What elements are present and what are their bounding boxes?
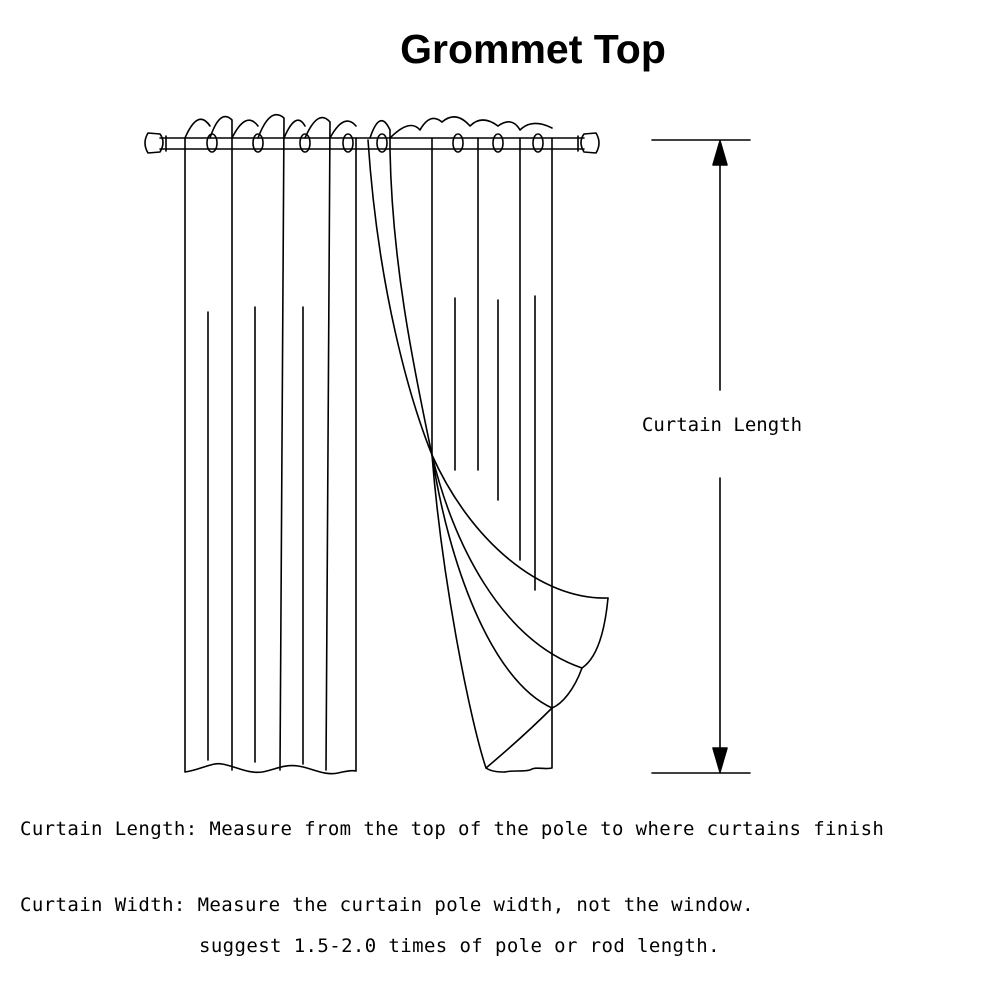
left-panel-top-4 [329,120,357,139]
length-dimension [651,139,751,774]
right-panel-outline [369,120,391,149]
sway-outer-edge [367,139,609,599]
curtain-length-label: Curtain Length [622,414,822,436]
grommet-ring [452,133,464,153]
curtain-width-note: Curtain Width: Measure the curtain pole … [20,894,755,916]
right-panel-top-3 [497,121,553,131]
sway-fold-3 [431,454,487,769]
diagram-title: Grommet Top [400,26,666,72]
right-panel-top-1 [389,117,443,139]
width-suggestion-note: suggest 1.5-2.0 times of pole or rod len… [199,935,720,957]
sway-lower-edge [485,667,583,773]
grommet-ring [532,133,544,153]
sway-tip [581,597,609,669]
left-panel-fold-1 [209,115,233,771]
curtain-pole [144,132,600,154]
sway-fold-2 [431,454,553,709]
left-panel-outline [184,137,357,775]
left-panel-fold-3 [304,116,331,771]
right-panel-edge [504,137,553,773]
pole-finial-left [144,132,164,154]
left-panel-top-1 [184,118,211,139]
sway-inner-edge [389,149,433,456]
grommet-ring [206,133,218,153]
left-panel-top-2 [231,119,259,139]
grommet-ring [492,133,504,153]
dimension-arrow-up [712,140,728,166]
right-panel-top-2 [441,116,499,127]
pole-finial-right [580,132,600,154]
grommet-rings [206,133,544,153]
left-curtain-panel [184,113,357,775]
grommet-ring [376,133,388,153]
right-curtain-panel [369,116,553,773]
left-panel-top-3 [283,119,306,139]
curtain-length-note: Curtain Length: Measure from the top of … [20,818,885,840]
grommet-ring [299,133,311,153]
dimension-arrow-down [712,747,728,773]
left-panel-fold-2 [257,113,285,771]
grommet-ring [252,133,264,153]
grommet-ring [342,133,354,153]
sway-fold-1 [431,454,583,669]
swaying-curtain-panel [367,139,609,773]
